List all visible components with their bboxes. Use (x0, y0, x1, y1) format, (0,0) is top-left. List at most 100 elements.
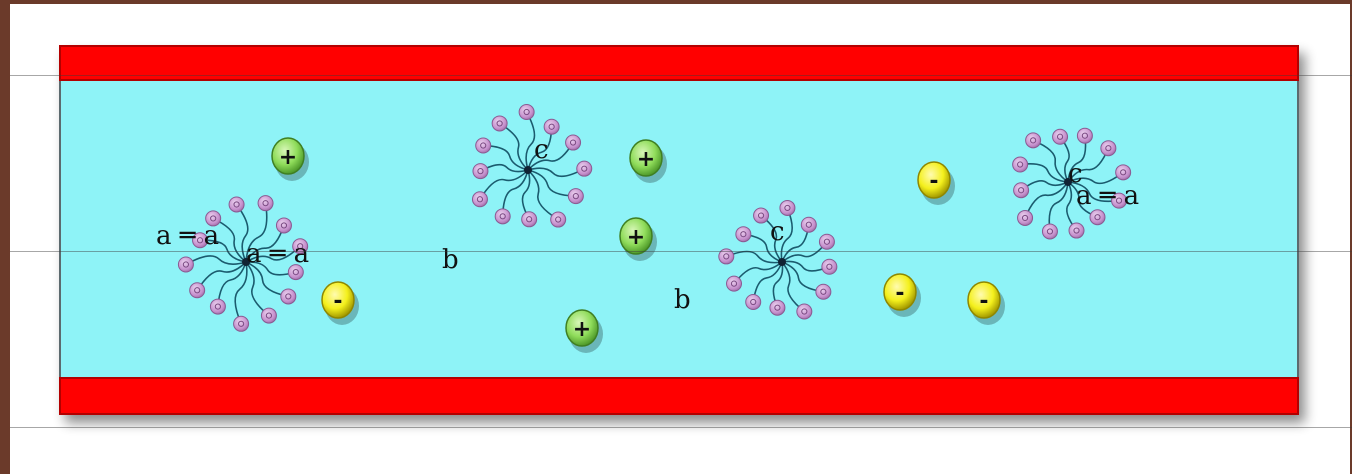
surfactant-head-mark (499, 213, 506, 220)
surfactant-tail (212, 217, 247, 263)
surfactant-head-mark (826, 263, 833, 270)
positive-ion-icon: + (619, 217, 657, 261)
surfactant-head-mark (476, 196, 484, 203)
ion-body (629, 139, 663, 177)
surfactant-head (1076, 127, 1093, 144)
surfactant-head-mark (1046, 228, 1054, 235)
surfactant-head-mark (233, 201, 240, 208)
surfactant-head (726, 275, 743, 292)
surfactant-head-mark (581, 165, 588, 172)
surfactant-head (491, 115, 508, 132)
negative-ion-icon: - (321, 281, 359, 325)
surfactant-head-mark (757, 212, 765, 219)
surfactant-head-mark (572, 193, 579, 200)
surfactant-tail (245, 203, 268, 263)
micelle-icon (177, 195, 309, 332)
micelle-icon (1012, 127, 1132, 240)
surfactant-head-mark (262, 200, 269, 207)
rule-line-mid (10, 251, 1352, 252)
ion-sign: - (333, 289, 342, 314)
surfactant-tail (1024, 181, 1069, 219)
surfactant-head (796, 303, 813, 320)
surfactant-tail (781, 260, 830, 272)
ion-sign: + (573, 317, 591, 342)
surfactant-head (475, 137, 492, 154)
surfactant-head-mark (569, 139, 577, 146)
surfactant-tail (760, 214, 783, 263)
surfactant-head-mark (496, 120, 503, 127)
surfactant-head (1025, 132, 1042, 149)
surfactant-head-mark (750, 298, 757, 306)
surfactant-tail (483, 144, 529, 171)
surfactant-head-mark (210, 215, 217, 222)
surfactant-head-mark (801, 308, 808, 315)
surfactant-head-mark (555, 216, 562, 223)
surfactant-head-mark (477, 168, 484, 175)
surfactant-head (257, 195, 274, 212)
surfactant-head-mark (1115, 197, 1123, 204)
surfactant-head-mark (297, 243, 304, 250)
surfactant-head (815, 283, 832, 300)
surfactant-head-mark (1081, 132, 1088, 139)
surfactant-head-mark (1030, 137, 1037, 144)
ion-body (619, 217, 653, 255)
ion-body (883, 273, 917, 311)
top-wall (59, 45, 1299, 81)
micelle-icon (471, 104, 593, 228)
surfactant-head (275, 217, 292, 234)
positive-ion-icon: + (271, 137, 309, 181)
negative-ion-icon: - (917, 161, 955, 205)
electrolyte-region (59, 45, 1299, 415)
surfactant-head (494, 208, 511, 225)
surfactant-head-mark (723, 253, 730, 260)
micelle-icon (718, 199, 838, 320)
surfactant-head (576, 160, 593, 177)
micelle-core (242, 258, 250, 266)
surfactant-tail (245, 261, 270, 317)
surfactant-head (233, 315, 250, 332)
surfactant-tail (743, 233, 783, 263)
surfactant-tail (525, 111, 536, 171)
surfactant-head-mark (784, 204, 791, 212)
surfactant-tail (1020, 180, 1069, 191)
ion-sign: + (637, 147, 655, 172)
surfactant-tail (527, 142, 574, 171)
surfactant-head (753, 207, 770, 224)
surfactant-tail (772, 261, 784, 308)
surfactant-head-mark (1021, 214, 1029, 222)
surfactant-head (205, 210, 222, 227)
surfactant-head-mark (823, 238, 831, 245)
surfactant-head-mark (182, 261, 190, 268)
ion-sign: - (895, 281, 904, 306)
surfactant-tail (217, 261, 247, 307)
surfactant-head-mark (1017, 161, 1024, 168)
surfactant-head (1052, 128, 1069, 145)
surfactant-tail (733, 261, 783, 285)
label-a-right: a ═ a (1076, 181, 1139, 211)
surfactant-tail (480, 163, 529, 173)
surfactant-head (1100, 140, 1117, 157)
surfactant-tail (725, 250, 783, 264)
surfactant-head-mark (1056, 133, 1064, 140)
surfactant-tail (245, 261, 289, 298)
surfactant-tail (781, 241, 828, 263)
surfactant-head (769, 299, 786, 316)
surfactant-tail (196, 261, 247, 291)
surfactant-head-mark (820, 288, 827, 295)
surfactant-head (1012, 156, 1029, 173)
surfactant-head (1013, 182, 1030, 199)
surfactant-head (228, 196, 245, 213)
label-a-mid: a ═ a (246, 239, 309, 269)
surfactant-head-mark (1105, 145, 1112, 152)
surfactant-tail (752, 261, 783, 303)
surfactant-head-mark (285, 293, 292, 300)
ion-body (321, 281, 355, 319)
surfactant-tail (185, 255, 247, 266)
surfactant-tail (1067, 135, 1087, 183)
surfactant-head (472, 163, 489, 180)
micelle-core (1064, 178, 1072, 186)
surfactant-tail (245, 225, 285, 263)
channel (59, 45, 1299, 415)
surfactant-head-mark (214, 303, 221, 310)
surfactant-head (1041, 223, 1058, 240)
